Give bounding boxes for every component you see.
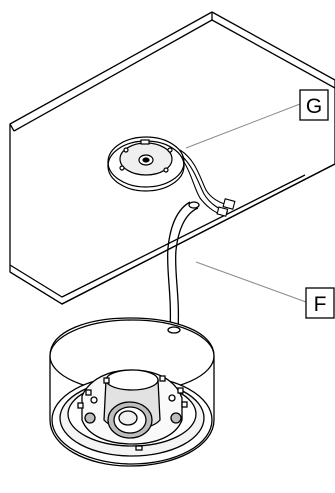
camera-housing xyxy=(49,317,215,467)
callout-f-leader-line xyxy=(195,261,307,303)
wire-bundle xyxy=(179,149,236,217)
callout-g-leader-line xyxy=(185,103,301,149)
callout-g-box xyxy=(299,89,329,121)
callout-g: G xyxy=(185,89,329,149)
callout-f-box xyxy=(305,287,335,319)
callout-f: F xyxy=(195,261,335,319)
callout-f-label: F xyxy=(314,293,327,316)
camera-cable xyxy=(166,201,200,331)
callout-g-label: G xyxy=(306,95,322,118)
